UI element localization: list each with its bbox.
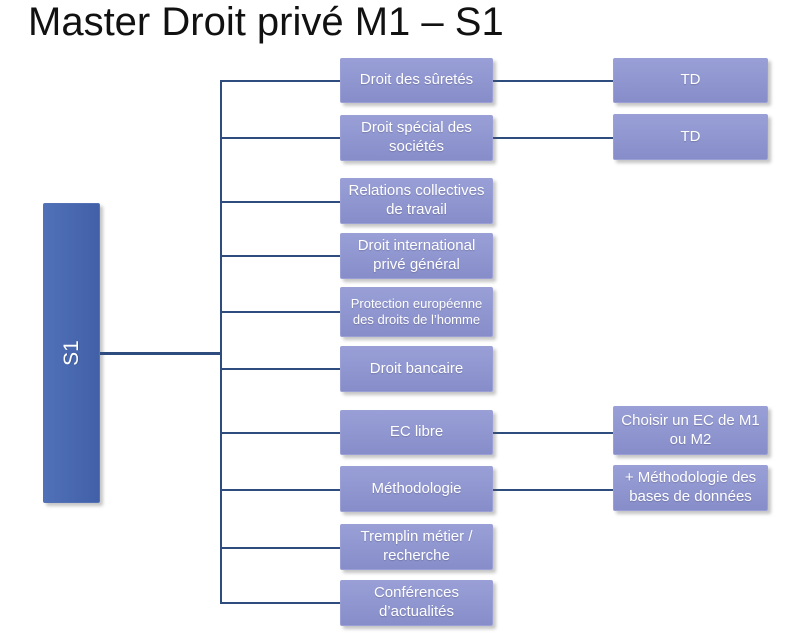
child-node-td-1: TD bbox=[613, 58, 768, 103]
node-tremplin-metier-recherche: Tremplin métier / recherche bbox=[340, 524, 493, 570]
branch-line-1 bbox=[221, 80, 340, 82]
branch-line-3 bbox=[221, 201, 340, 203]
node-methodologie: Méthodologie bbox=[340, 466, 493, 512]
node-ec-libre: EC libre bbox=[340, 410, 493, 455]
node-relations-collectives: Relations collectives de travail bbox=[340, 178, 493, 224]
child-node-td-2: TD bbox=[613, 114, 768, 160]
root-node-label: S1 bbox=[59, 340, 83, 366]
node-droit-special-des-societes: Droit spécial des sociétés bbox=[340, 115, 493, 161]
node-conferences-actualites: Conférences d’actualités bbox=[340, 580, 493, 626]
branch-line-8 bbox=[221, 489, 340, 491]
page-title: Master Droit privé M1 – S1 bbox=[28, 0, 504, 44]
root-connector-line bbox=[100, 352, 221, 355]
trunk-line bbox=[220, 80, 222, 604]
child-node-choisir-ec: Choisir un EC de M1 ou M2 bbox=[613, 406, 768, 455]
branch-line-5 bbox=[221, 311, 340, 313]
node-protection-europeenne: Protection européenne des droits de l’ho… bbox=[340, 287, 493, 337]
child-node-methodologie-bases: + Méthodologie des bases de données bbox=[613, 465, 768, 511]
child-connector-line-1 bbox=[492, 80, 613, 82]
branch-line-4 bbox=[221, 255, 340, 257]
node-droit-bancaire: Droit bancaire bbox=[340, 346, 493, 392]
child-connector-line-2 bbox=[492, 137, 613, 139]
branch-line-9 bbox=[221, 547, 340, 549]
child-connector-line-8 bbox=[492, 489, 613, 491]
branch-line-6 bbox=[221, 368, 340, 370]
branch-line-10 bbox=[221, 602, 340, 604]
node-droit-des-suretes: Droit des sûretés bbox=[340, 58, 493, 103]
node-droit-international-prive: Droit international privé général bbox=[340, 233, 493, 279]
child-connector-line-7 bbox=[492, 432, 613, 434]
root-node-s1: S1 bbox=[43, 203, 100, 503]
branch-line-7 bbox=[221, 432, 340, 434]
branch-line-2 bbox=[221, 137, 340, 139]
